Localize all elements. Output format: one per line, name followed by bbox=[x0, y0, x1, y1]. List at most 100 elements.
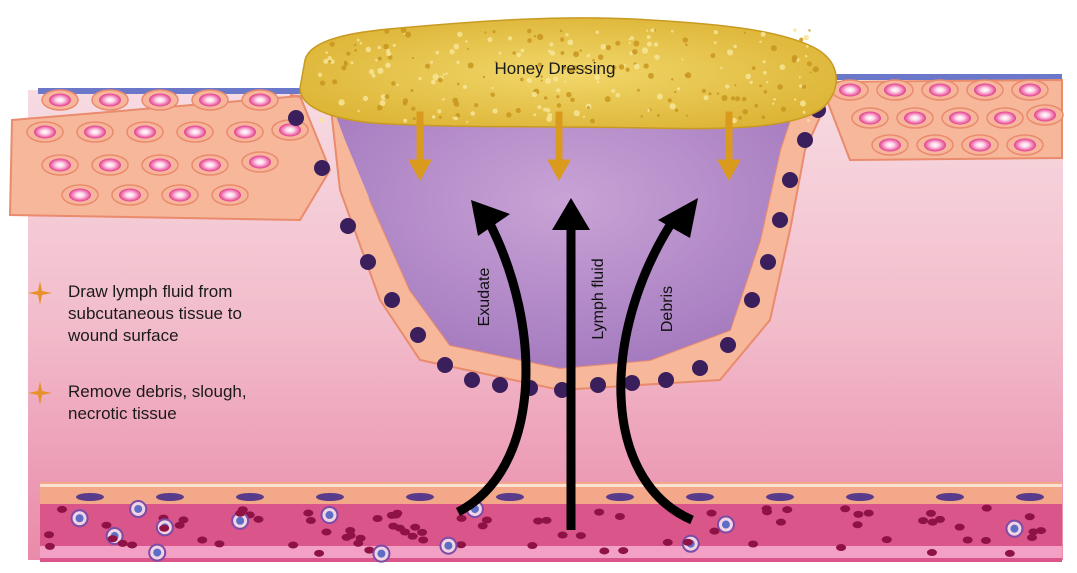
skin-cell-nucleus bbox=[1014, 139, 1036, 152]
white-blood-cell-nucleus bbox=[134, 505, 142, 513]
cell-nucleus bbox=[760, 254, 776, 270]
cell-nucleus bbox=[384, 292, 400, 308]
legend-line: necrotic tissue bbox=[68, 403, 247, 425]
cell-nucleus bbox=[492, 377, 508, 393]
red-blood-cell bbox=[981, 537, 991, 544]
white-blood-cell-nucleus bbox=[325, 511, 333, 519]
red-blood-cell bbox=[882, 536, 892, 543]
legend-line: subcutaneous tissue to bbox=[68, 303, 242, 325]
skin-cell-nucleus bbox=[249, 156, 271, 169]
skin-cell-nucleus bbox=[884, 84, 906, 97]
cell-nucleus bbox=[360, 254, 376, 270]
endothelial-nucleus bbox=[156, 493, 184, 501]
red-blood-cell bbox=[558, 532, 568, 539]
red-blood-cell bbox=[955, 524, 965, 531]
red-blood-cell bbox=[594, 509, 604, 516]
skin-cell-nucleus bbox=[134, 126, 156, 139]
red-blood-cell bbox=[235, 510, 245, 517]
red-blood-cell bbox=[44, 531, 54, 538]
endothelial-nucleus bbox=[76, 493, 104, 501]
skin-cell-nucleus bbox=[119, 189, 141, 202]
endothelial-nucleus bbox=[936, 493, 964, 501]
skin-cell-nucleus bbox=[949, 112, 971, 125]
red-blood-cell bbox=[303, 510, 313, 517]
red-blood-cell bbox=[963, 536, 973, 543]
endothelial-nucleus bbox=[406, 493, 434, 501]
red-blood-cell bbox=[762, 508, 772, 515]
red-blood-cell bbox=[45, 543, 55, 550]
skin-cell-nucleus bbox=[904, 112, 926, 125]
endothelial-nucleus bbox=[1016, 493, 1044, 501]
legend-line: wound surface bbox=[68, 325, 242, 347]
red-blood-cell bbox=[400, 529, 410, 536]
red-blood-cell bbox=[175, 522, 185, 529]
skin-cell-nucleus bbox=[974, 84, 996, 97]
cell-nucleus bbox=[772, 212, 788, 228]
red-blood-cell bbox=[1027, 534, 1037, 541]
red-blood-cell bbox=[683, 539, 693, 546]
red-blood-cell bbox=[159, 525, 169, 532]
red-blood-cell bbox=[927, 549, 937, 556]
red-blood-cell bbox=[314, 550, 324, 557]
skin-cell-nucleus bbox=[249, 94, 271, 107]
red-blood-cell bbox=[928, 519, 938, 526]
skin-cell-nucleus bbox=[879, 139, 901, 152]
cell-nucleus bbox=[590, 377, 606, 393]
red-blood-cell bbox=[776, 519, 786, 526]
red-blood-cell bbox=[346, 532, 356, 539]
cell-nucleus bbox=[720, 337, 736, 353]
white-blood-cell-nucleus bbox=[377, 550, 385, 558]
skin-cell-nucleus bbox=[149, 94, 171, 107]
skin-cell-nucleus bbox=[924, 139, 946, 152]
legend-text: Remove debris, slough, necrotic tissue bbox=[68, 381, 247, 425]
red-blood-cell bbox=[710, 528, 720, 535]
red-blood-cell bbox=[576, 532, 586, 539]
cell-nucleus bbox=[464, 372, 480, 388]
red-blood-cell bbox=[321, 529, 331, 536]
diagram-title: Honey Dressing bbox=[440, 59, 670, 79]
red-blood-cell bbox=[253, 516, 263, 523]
cell-nucleus bbox=[410, 327, 426, 343]
red-blood-cell bbox=[840, 505, 850, 512]
cell-nucleus bbox=[314, 160, 330, 176]
red-blood-cell bbox=[836, 544, 846, 551]
skin-cell-nucleus bbox=[219, 189, 241, 202]
red-blood-cell bbox=[853, 521, 863, 528]
white-blood-cell-nucleus bbox=[722, 521, 730, 529]
skin-cell-nucleus bbox=[99, 94, 121, 107]
red-blood-cell bbox=[748, 541, 758, 548]
endothelial-nucleus bbox=[496, 493, 524, 501]
endothelial-nucleus bbox=[606, 493, 634, 501]
cell-nucleus bbox=[658, 372, 674, 388]
endothelial-nucleus bbox=[316, 493, 344, 501]
red-blood-cell bbox=[387, 512, 397, 519]
red-blood-cell bbox=[864, 510, 874, 517]
cell-nucleus bbox=[437, 357, 453, 373]
skin-cell-nucleus bbox=[49, 94, 71, 107]
legend-line: Remove debris, slough, bbox=[68, 381, 247, 403]
red-blood-cell bbox=[782, 506, 792, 513]
skin-cell-nucleus bbox=[84, 126, 106, 139]
skin-cell-nucleus bbox=[234, 126, 256, 139]
red-blood-cell bbox=[108, 535, 118, 542]
skin-cell-nucleus bbox=[859, 112, 881, 125]
four-point-star-icon bbox=[28, 381, 52, 405]
red-blood-cell bbox=[663, 539, 673, 546]
skin-cell-nucleus bbox=[149, 159, 171, 172]
white-blood-cell-nucleus bbox=[236, 517, 244, 525]
red-blood-cell bbox=[482, 517, 492, 524]
red-blood-cell bbox=[214, 540, 224, 547]
cell-nucleus bbox=[692, 360, 708, 376]
exudate-label: Exudate bbox=[476, 262, 494, 332]
red-blood-cell bbox=[457, 515, 467, 522]
endothelial-nucleus bbox=[846, 493, 874, 501]
skin-cell-nucleus bbox=[169, 189, 191, 202]
endothelial-nucleus bbox=[766, 493, 794, 501]
four-point-star-icon bbox=[28, 281, 52, 305]
red-blood-cell bbox=[288, 542, 298, 549]
red-blood-cell bbox=[527, 542, 537, 549]
red-blood-cell bbox=[1025, 513, 1035, 520]
cell-nucleus bbox=[782, 172, 798, 188]
red-blood-cell bbox=[373, 515, 383, 522]
